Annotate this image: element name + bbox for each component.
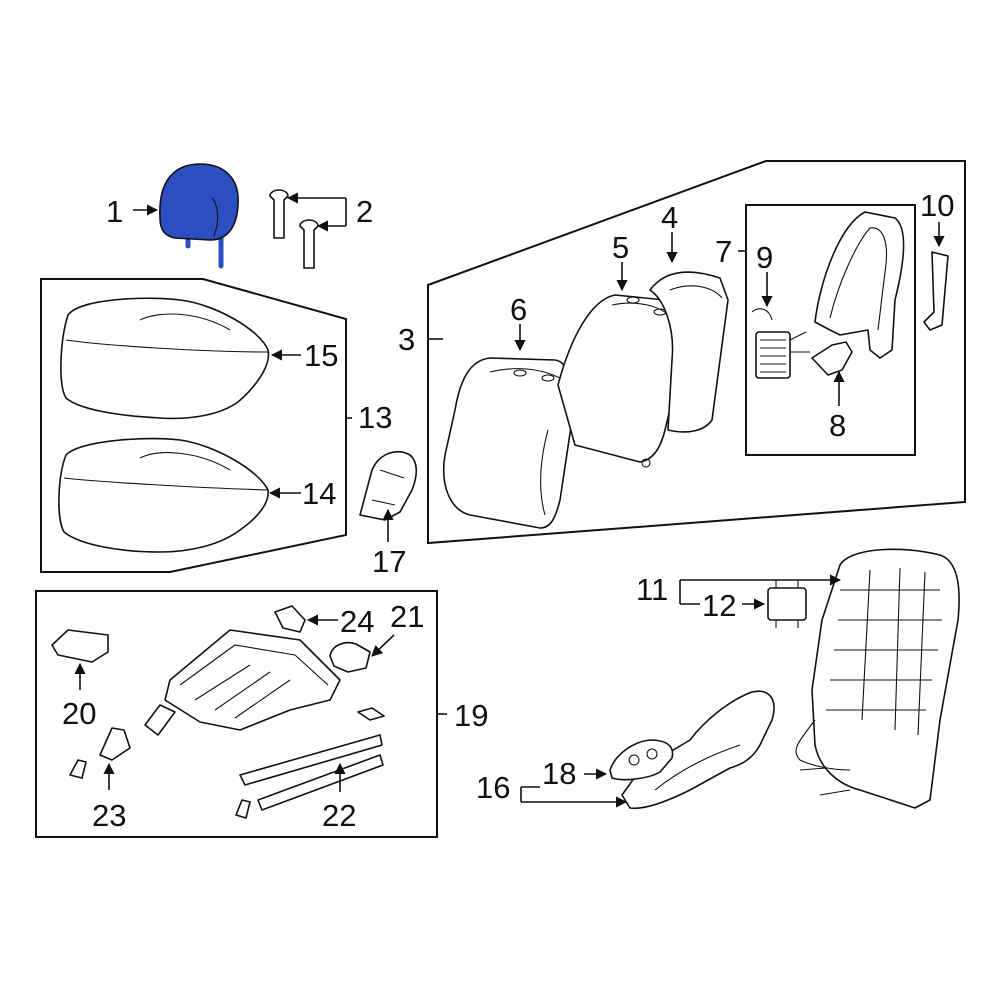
callout-24: 24	[340, 604, 374, 639]
callout-6: 6	[510, 292, 527, 327]
seat-frame-part[interactable]	[795, 548, 960, 809]
side-shield-part[interactable]	[359, 451, 418, 521]
callout-17: 17	[372, 544, 406, 579]
recliner-bracket-part[interactable]	[811, 341, 853, 376]
callout-21: 21	[390, 599, 424, 634]
seat-cushion-group-box	[40, 278, 347, 573]
seat-back-pad-part[interactable]	[443, 357, 574, 529]
callout-14: 14	[302, 476, 336, 511]
lumbar-support-part[interactable]	[751, 308, 810, 379]
motor-cover-part[interactable]	[329, 641, 371, 673]
leader-lines	[74, 192, 945, 808]
callout-11: 11	[636, 572, 668, 607]
seat-back-group-box	[427, 160, 966, 545]
seat-switch-part[interactable]	[609, 739, 674, 781]
callout-3: 3	[398, 322, 415, 357]
callout-19: 19	[454, 698, 488, 733]
callout-22: 22	[322, 798, 356, 833]
callout-10: 10	[920, 188, 954, 223]
cushion-cover-part[interactable]	[60, 297, 270, 420]
headrest-part[interactable]	[159, 163, 239, 269]
headrest-cushion	[159, 163, 239, 241]
callout-labels: 1 2 3 4 5 6 7 8 9 10 11 12 13 14 15 16 1…	[62, 188, 954, 833]
callout-16: 16	[476, 770, 510, 805]
callout-7: 7	[715, 234, 732, 269]
callout-13: 13	[358, 400, 392, 435]
seat-track-assembly-part[interactable]	[144, 629, 385, 811]
track-cover-part[interactable]	[69, 727, 251, 819]
trim-strip-part[interactable]	[923, 251, 949, 331]
callout-8: 8	[829, 408, 846, 443]
callout-20: 20	[62, 696, 96, 731]
cushion-pad-part[interactable]	[58, 437, 269, 553]
callout-4: 4	[661, 200, 678, 235]
control-module-part[interactable]	[767, 580, 807, 628]
callout-1: 1	[106, 194, 123, 229]
seat-back-frame-part[interactable]	[814, 211, 905, 359]
seat-back-panel-part[interactable]	[649, 271, 729, 433]
callout-5: 5	[612, 230, 629, 265]
callout-2: 2	[356, 194, 373, 229]
mounting-clip-part[interactable]	[51, 629, 109, 663]
headrest-guide-part[interactable]	[269, 189, 319, 269]
callout-12: 12	[702, 588, 736, 623]
callout-18: 18	[542, 756, 576, 791]
side-cover-part[interactable]	[621, 690, 775, 810]
callout-23: 23	[92, 798, 126, 833]
seat-back-frame-group-box	[745, 204, 916, 456]
seat-back-cover-part[interactable]	[557, 294, 684, 468]
callout-15: 15	[304, 338, 338, 373]
track-bracket-part[interactable]	[274, 605, 306, 633]
callout-9: 9	[756, 240, 773, 275]
